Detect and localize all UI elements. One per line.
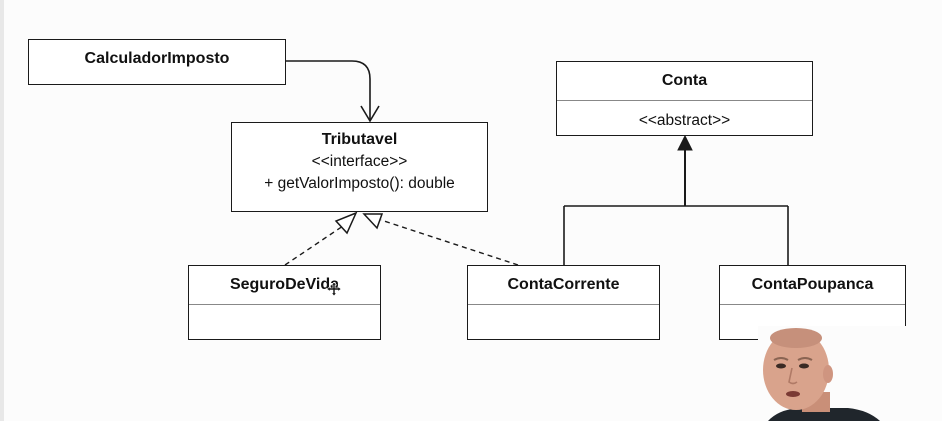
class-calculador-imposto[interactable]: CalculadorImposto	[28, 39, 286, 85]
presenter-webcam	[758, 326, 942, 421]
presenter-head	[763, 330, 829, 410]
presenter-shirt	[768, 408, 880, 421]
realization-line-corrente	[380, 219, 519, 266]
association-arrowhead	[360, 105, 380, 123]
presenter-ear	[823, 365, 833, 383]
realization-line-seguro	[284, 225, 344, 266]
class-name: Conta	[661, 72, 708, 89]
compartment-separator	[720, 304, 905, 305]
class-name: CalculadorImposto	[84, 50, 230, 67]
class-name: ContaPoupanca	[751, 276, 874, 293]
compartment-separator	[189, 304, 380, 305]
class-conta-corrente[interactable]: ContaCorrente	[467, 265, 660, 340]
compartment-separator	[557, 100, 812, 101]
class-stereotype: <<abstract>>	[638, 112, 731, 129]
move-cursor-icon	[327, 282, 341, 296]
association-line	[285, 60, 371, 121]
generalization-arrowhead	[677, 134, 693, 151]
compartment-separator	[468, 304, 659, 305]
realization-triangle-corrente	[362, 213, 384, 230]
left-edge	[0, 0, 4, 421]
class-name: ContaCorrente	[507, 276, 620, 293]
interface-stereotype: <<interface>>	[311, 153, 408, 170]
class-name: SeguroDeVida	[229, 276, 340, 293]
interface-name: Tributavel	[321, 131, 398, 148]
class-conta[interactable]: Conta <<abstract>>	[556, 61, 813, 136]
realization-triangle-seguro	[334, 211, 358, 235]
interface-method: + getValorImposto(): double	[264, 175, 455, 192]
class-seguro-de-vida[interactable]: SeguroDeVida	[188, 265, 381, 340]
interface-tributavel[interactable]: Tributavel <<interface>> + getValorImpos…	[231, 122, 488, 212]
